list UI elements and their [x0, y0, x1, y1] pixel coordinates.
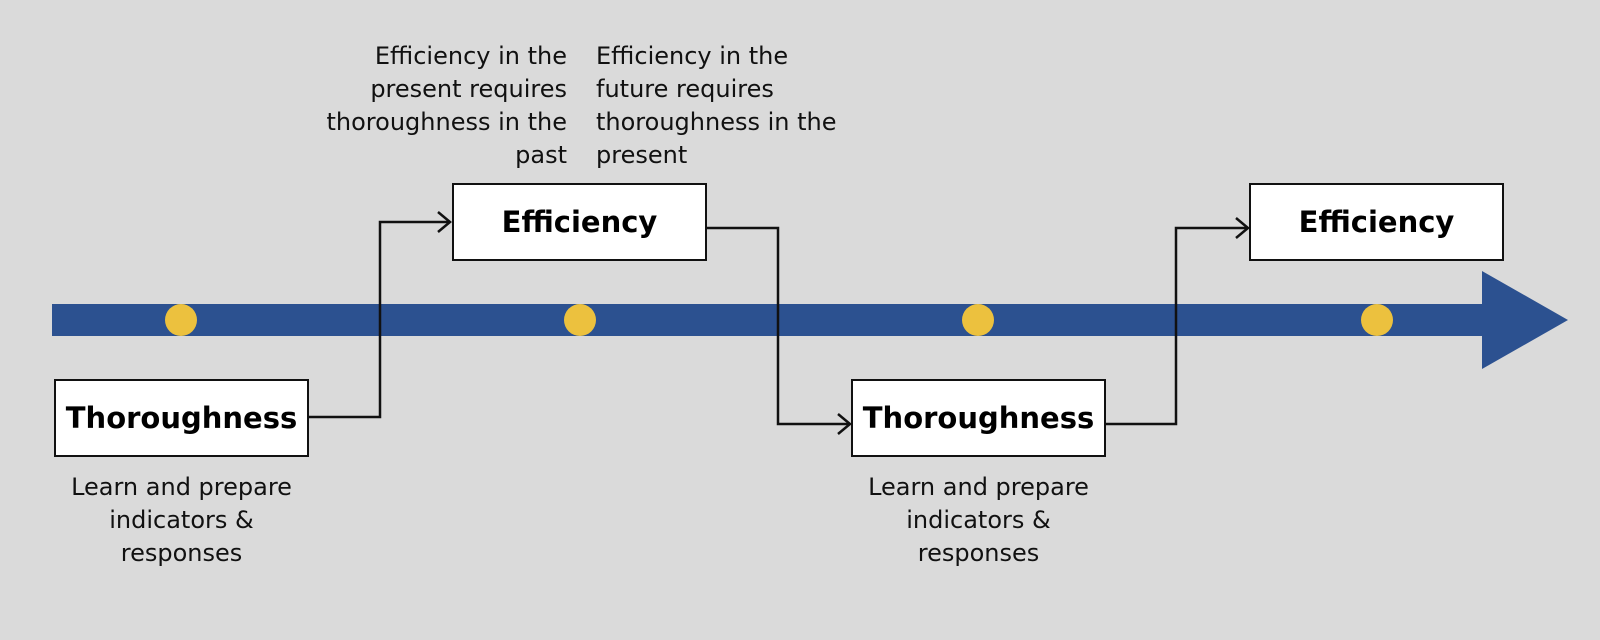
box-label: Thoroughness	[862, 401, 1095, 435]
connector-arrow	[706, 226, 850, 426]
timeline-marker	[962, 304, 994, 336]
arrowhead-icon	[437, 211, 452, 233]
timeline-bar	[52, 304, 1484, 336]
efficiency-box: Efficiency	[1249, 183, 1504, 261]
thoroughness-box: Thoroughness	[54, 379, 309, 457]
note-learn-prepare: Learn and prepare indicators & responses	[71, 473, 292, 567]
efficiency-box: Efficiency	[452, 183, 707, 261]
note-learn-prepare: Learn and prepare indicators & responses	[868, 473, 1089, 567]
timeline-arrowhead	[1482, 271, 1568, 369]
note-future: Efficiency in the future requires thorou…	[596, 42, 837, 169]
timeline-marker	[1361, 304, 1393, 336]
connector-arrow	[308, 220, 450, 419]
arrowhead-icon	[837, 413, 852, 435]
arrowhead-icon	[1235, 217, 1250, 239]
thoroughness-box: Thoroughness	[851, 379, 1106, 457]
box-label: Thoroughness	[65, 401, 298, 435]
note-past: Efficiency in the present requires thoro…	[326, 42, 568, 169]
timeline-marker	[165, 304, 197, 336]
box-label: Efficiency	[1298, 205, 1455, 239]
timeline-marker	[564, 304, 596, 336]
connector-arrow	[1105, 226, 1248, 426]
box-label: Efficiency	[501, 205, 658, 239]
